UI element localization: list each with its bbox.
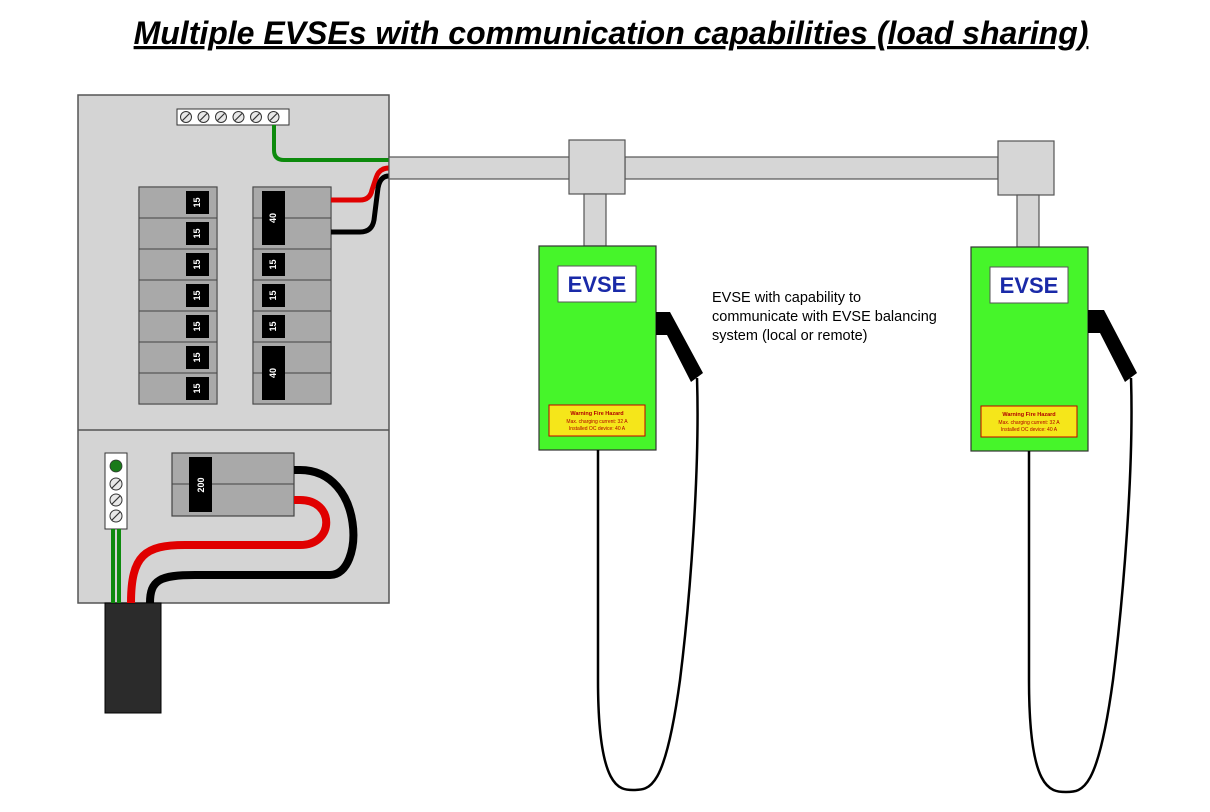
- evse-1-cable: [596, 377, 699, 792]
- breaker: 15: [252, 279, 332, 312]
- breaker: 15: [138, 372, 218, 405]
- junction-box-1: [568, 139, 626, 195]
- breaker-rating: 15: [192, 290, 202, 300]
- annotation-line-2: communicate with EVSE balancing: [712, 309, 937, 325]
- evse-2-warning-label: Warning Fire Hazard Max. charging curren…: [980, 405, 1078, 438]
- evse-1-connector-icon: [656, 312, 703, 382]
- evse-annotation: EVSE with capability to communicate with…: [712, 290, 937, 344]
- evse-2-connector-icon: [1088, 310, 1137, 382]
- breaker-rating: 15: [192, 197, 202, 207]
- panel-enclosure: [77, 94, 390, 604]
- evse-2-warning-line2: Installed OC device: 40 A: [1001, 427, 1058, 433]
- terminal-screw-icon: [109, 509, 123, 523]
- evse-1-warning-title: Warning Fire Hazard: [570, 411, 623, 417]
- breaker-rating: 15: [268, 321, 278, 331]
- evse-unit-2: EVSE Warning Fire Hazard Max. charging c…: [970, 246, 1137, 794]
- evse-2-cable: [1027, 377, 1133, 794]
- electrical-panel: 15 15 15 15 15 15 15 40 15 15 15 40 200: [77, 94, 390, 714]
- main-breaker: 200: [171, 452, 295, 517]
- breaker-rating: 40: [268, 213, 278, 223]
- diagram-title: Multiple EVSEs with communication capabi…: [134, 15, 1089, 51]
- breaker-rating: 15: [192, 259, 202, 269]
- annotation-line-3: system (local or remote): [712, 328, 868, 344]
- ground-bar-top: [176, 108, 290, 126]
- breaker-rating: 15: [192, 352, 202, 362]
- breaker: 15: [138, 279, 218, 312]
- breaker: 15: [252, 310, 332, 343]
- left-breaker-column: 15 15 15 15 15 15 15: [138, 186, 218, 405]
- breaker-rating: 15: [192, 228, 202, 238]
- ground-bar-bottom: [104, 452, 128, 530]
- evse-unit-1: EVSE Warning Fire Hazard Max. charging c…: [538, 245, 703, 792]
- terminal-screw-icon: [267, 111, 280, 123]
- terminal-screw-icon: [232, 111, 245, 123]
- evse-1-label: EVSE: [568, 272, 627, 297]
- breaker: 40: [252, 341, 332, 405]
- service-cable: [104, 602, 162, 714]
- breaker: 15: [252, 248, 332, 281]
- breaker: 40: [252, 186, 332, 250]
- terminal-screw-icon: [215, 111, 227, 123]
- evse-1-warning-label: Warning Fire Hazard Max. charging curren…: [548, 404, 646, 437]
- branch-wires: [272, 125, 390, 235]
- breaker: 15: [138, 248, 218, 281]
- evse-2-warning-title: Warning Fire Hazard: [1002, 412, 1055, 418]
- breaker-rating: 15: [268, 290, 278, 300]
- conduit: [388, 139, 1055, 248]
- evse-2-warning-line1: Max. charging current: 32 A: [998, 420, 1060, 426]
- breaker-rating: 15: [192, 383, 202, 393]
- terminal-screw-icon: [180, 111, 192, 123]
- annotation-line-1: EVSE with capability to: [712, 290, 861, 306]
- breaker-rating: 40: [268, 368, 278, 378]
- service-wires: [111, 466, 358, 604]
- junction-box-2: [997, 140, 1055, 196]
- right-breaker-column: 40 15 15 15 40: [252, 186, 332, 405]
- breaker: 15: [138, 341, 218, 374]
- evse-2-label: EVSE: [1000, 273, 1059, 298]
- breaker: 15: [138, 217, 218, 250]
- terminal-screw-icon: [109, 477, 123, 491]
- breaker-rating: 15: [268, 259, 278, 269]
- terminal-screw-icon: [197, 111, 210, 123]
- terminal-screw-icon: [109, 493, 123, 507]
- evse-1-warning-line2: Installed OC device: 40 A: [569, 426, 626, 432]
- terminal-screw-icon: [250, 111, 262, 123]
- evse-1-warning-line1: Max. charging current: 32 A: [566, 419, 628, 425]
- breaker: 15: [138, 310, 218, 343]
- breaker-rating: 15: [192, 321, 202, 331]
- breaker: 15: [138, 186, 218, 219]
- main-breaker-rating: 200: [196, 477, 206, 492]
